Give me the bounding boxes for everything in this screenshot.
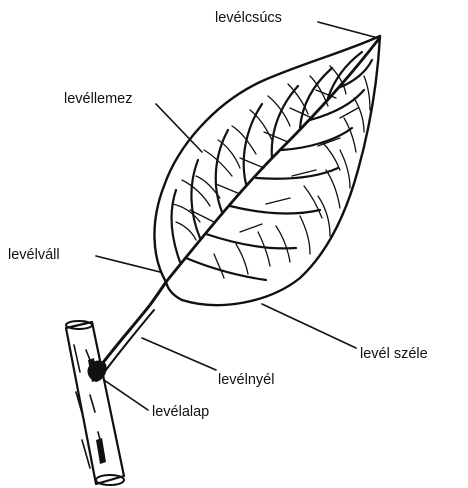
leader-blade xyxy=(156,104,202,152)
leader-apex xyxy=(318,22,378,38)
leader-margin xyxy=(262,304,356,348)
leader-leaf-base xyxy=(96,256,160,272)
leaf-blade xyxy=(154,36,380,305)
vein-network xyxy=(172,66,370,278)
leader-petiole xyxy=(142,338,216,370)
label-margin: levél széle xyxy=(360,346,428,362)
label-apex: levélcsúcs xyxy=(215,10,282,26)
label-leaf-base: levélváll xyxy=(8,247,60,263)
label-petiole: levélnyél xyxy=(218,372,274,388)
label-attachment-base: levélalap xyxy=(152,404,209,420)
leader-attachment-base xyxy=(104,380,148,410)
label-blade: levéllemez xyxy=(64,91,133,107)
petiole xyxy=(87,282,166,382)
